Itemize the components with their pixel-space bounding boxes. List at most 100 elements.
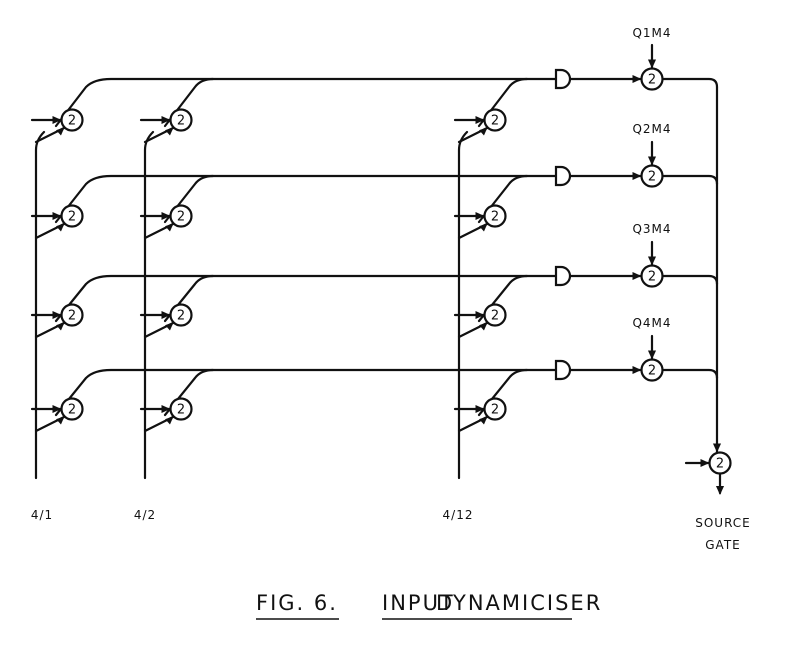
column-1-feed-1-arrow xyxy=(56,127,65,136)
output-gate-2-value: 2 xyxy=(648,170,656,185)
gate-col-1-row-1-circle xyxy=(60,108,84,132)
gate-col-2-row-4-value: 2 xyxy=(177,403,185,418)
gate-col-3-row-2-circle xyxy=(483,204,507,228)
gate-col-3-row-3: 2 xyxy=(483,303,507,327)
column-2-input-4-arrow xyxy=(161,404,171,414)
column-1-input-2-arrow xyxy=(52,211,62,221)
column-1-feed-4-arrow xyxy=(56,416,65,425)
collector-arrow xyxy=(712,443,722,453)
gate-col-2-row-4: 2 xyxy=(169,397,193,421)
column-label-2: 4/2 xyxy=(134,508,156,522)
column-2-input-1-arrow xyxy=(161,115,171,125)
output-gate-1-value: 2 xyxy=(648,73,656,88)
caption-figure-number: FIG. 6. xyxy=(256,591,338,615)
column-2-input-2-arrow xyxy=(161,211,171,221)
gate-col-2-row-3-value: 2 xyxy=(177,309,185,324)
final-gate-input-arrow xyxy=(700,458,710,468)
row-label-1: Q1M4 xyxy=(632,26,671,40)
labels: Q1M4 Q2M4 Q3M4 Q4M4 4/1 4/2 4/12 SOURCE … xyxy=(31,26,751,552)
gate-col-1-row-1: 2 xyxy=(60,108,84,132)
gate-col-3-row-1: 2 xyxy=(483,108,507,132)
caption-title-word-1: INPUT xyxy=(382,591,455,615)
column-3-feed-1-arrow xyxy=(479,127,488,136)
column-3-input-3-arrow xyxy=(475,310,485,320)
row-branch-4-col-3 xyxy=(477,368,529,417)
row-branch-1-col-2 xyxy=(163,77,215,128)
gate-col-3-row-4-circle xyxy=(483,397,507,421)
output-gate-4-value: 2 xyxy=(648,364,656,379)
gate-col-2-row-3-circle xyxy=(169,303,193,327)
and-gate-3 xyxy=(554,265,572,287)
column-line-1 xyxy=(34,130,46,480)
row-label-3: Q3M4 xyxy=(632,222,671,236)
column-1-input-1-arrow xyxy=(52,115,62,125)
gate-col-1-row-4: 2 xyxy=(60,397,84,421)
column-3-feed-2-arrow xyxy=(479,223,488,232)
column-2-feed-3-arrow xyxy=(165,322,174,331)
and-gate-1 xyxy=(554,68,572,90)
row-bus-2 xyxy=(54,174,558,224)
output-gate-4: 2 xyxy=(640,358,664,382)
gate-col-2-row-3: 2 xyxy=(169,303,193,327)
column-2-feed-4-arrow xyxy=(165,416,174,425)
gate-col-3-row-2-value: 2 xyxy=(491,210,499,225)
gate-col-2-row-4-circle xyxy=(169,397,193,421)
control-input-4-arrow xyxy=(647,350,657,360)
column-2-input-3-arrow xyxy=(161,310,171,320)
gate-col-2-row-2-circle xyxy=(169,204,193,228)
row-label-2: Q2M4 xyxy=(632,122,671,136)
column-2-feed-1-arrow xyxy=(165,127,174,136)
and-to-output-1-arrow xyxy=(632,74,642,84)
gate-col-3-row-4-value: 2 xyxy=(491,403,499,418)
gate-col-1-row-2-value: 2 xyxy=(68,210,76,225)
gate-col-1-row-1-value: 2 xyxy=(68,114,76,129)
column-1-input-3-arrow xyxy=(52,310,62,320)
output-gate-3-circle xyxy=(640,264,664,288)
row-bus-3 xyxy=(54,274,558,323)
output-to-collector-3 xyxy=(661,274,719,286)
and-to-output-4-arrow xyxy=(632,365,642,375)
figure-caption: FIG. 6. INPUT DYNAMICISER xyxy=(256,591,602,620)
column-2-feed-2-arrow xyxy=(165,223,174,232)
and-to-output-2-arrow xyxy=(632,171,642,181)
gate-col-1-row-4-circle xyxy=(60,397,84,421)
gate-col-3-row-1-circle xyxy=(483,108,507,132)
row-bus-1 xyxy=(54,77,558,128)
wiring xyxy=(30,43,725,495)
row-label-4: Q4M4 xyxy=(632,316,671,330)
column-3-input-1-arrow xyxy=(475,115,485,125)
column-3-feed-4-arrow xyxy=(479,416,488,425)
row-bus-4 xyxy=(54,368,558,417)
gate-col-1-row-3: 2 xyxy=(60,303,84,327)
gate-col-3-row-1-value: 2 xyxy=(491,114,499,129)
gate-col-2-row-1-value: 2 xyxy=(177,114,185,129)
gate-col-1-row-2: 2 xyxy=(60,204,84,228)
column-1-feed-3-arrow xyxy=(56,322,65,331)
row-branch-2-col-3 xyxy=(477,174,529,224)
gate-col-2-row-1-circle xyxy=(169,108,193,132)
column-line-2 xyxy=(143,130,155,480)
gate-col-3-row-3-value: 2 xyxy=(491,309,499,324)
control-input-1-arrow xyxy=(647,59,657,69)
output-label-line-1: SOURCE xyxy=(695,516,751,530)
gate-col-1-row-3-circle xyxy=(60,303,84,327)
output-to-collector-1 xyxy=(661,77,719,89)
row-branch-3-col-2 xyxy=(163,274,215,323)
gate-col-1-row-3-value: 2 xyxy=(68,309,76,324)
final-gate-output-arrow xyxy=(715,486,725,495)
and-to-output-3-arrow xyxy=(632,271,642,281)
output-gate-2-circle xyxy=(640,164,664,188)
column-3-input-2-arrow xyxy=(475,211,485,221)
gate-col-3-row-2: 2 xyxy=(483,204,507,228)
column-1-feed-2-arrow xyxy=(56,223,65,232)
column-line-3 xyxy=(457,130,469,480)
output-gate-3: 2 xyxy=(640,264,664,288)
row-branch-3-col-3 xyxy=(477,274,529,323)
gate-col-3-row-4: 2 xyxy=(483,397,507,421)
output-gate-1-circle xyxy=(640,67,664,91)
caption-title-word-2: DYNAMICISER xyxy=(436,591,602,615)
column-label-1: 4/1 xyxy=(31,508,53,522)
and-gate-4 xyxy=(554,359,572,381)
